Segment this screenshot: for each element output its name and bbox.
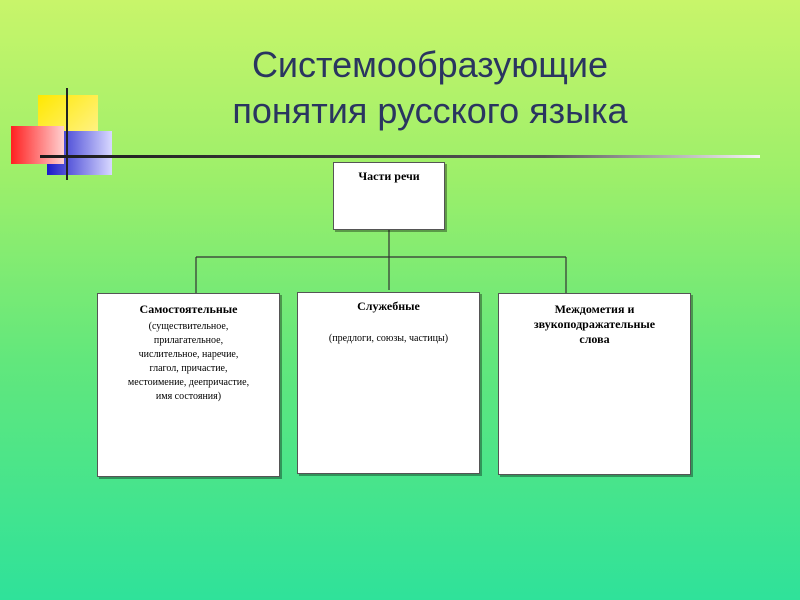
child-node-independent: Самостоятельные (существительное, прилаг… xyxy=(97,293,280,477)
child-label-interjections: Междометия и звукоподражательные слова xyxy=(499,302,690,347)
title-underline xyxy=(40,155,760,158)
child-details-functional: (предлоги, союзы, частицы) xyxy=(298,332,479,346)
child-details-independent: (существительное, прилагательное, числит… xyxy=(98,320,279,404)
title-line-1: Системообразующие xyxy=(251,44,609,85)
title-line-2: понятия русского языка xyxy=(232,90,628,131)
child-label-independent: Самостоятельные xyxy=(139,302,238,316)
child-label-functional: Служебные xyxy=(357,299,420,313)
detail-line: прилагательное, xyxy=(153,335,224,346)
child-node-interjections: Междометия и звукоподражательные слова xyxy=(498,293,691,475)
label-line: звукоподражательные xyxy=(533,317,656,331)
detail-line: числительное, наречие, xyxy=(138,349,239,360)
label-line: Междометия и xyxy=(554,302,635,316)
detail-line: имя состояния) xyxy=(155,391,222,402)
detail-line: (существительное, xyxy=(148,321,229,332)
slide-title: Системообразующие понятия русского языка xyxy=(150,42,710,134)
label-line: слова xyxy=(579,332,610,346)
detail-line: (предлоги, союзы, частицы) xyxy=(328,333,449,344)
decorative-squares xyxy=(11,88,760,180)
detail-line: местоимение, деепричастие, xyxy=(127,377,250,388)
root-node-label: Части речи xyxy=(358,169,420,183)
child-node-functional: Служебные (предлоги, союзы, частицы) xyxy=(297,292,480,474)
detail-line: глагол, причастие, xyxy=(149,363,228,374)
root-node-box: Части речи xyxy=(333,162,445,230)
